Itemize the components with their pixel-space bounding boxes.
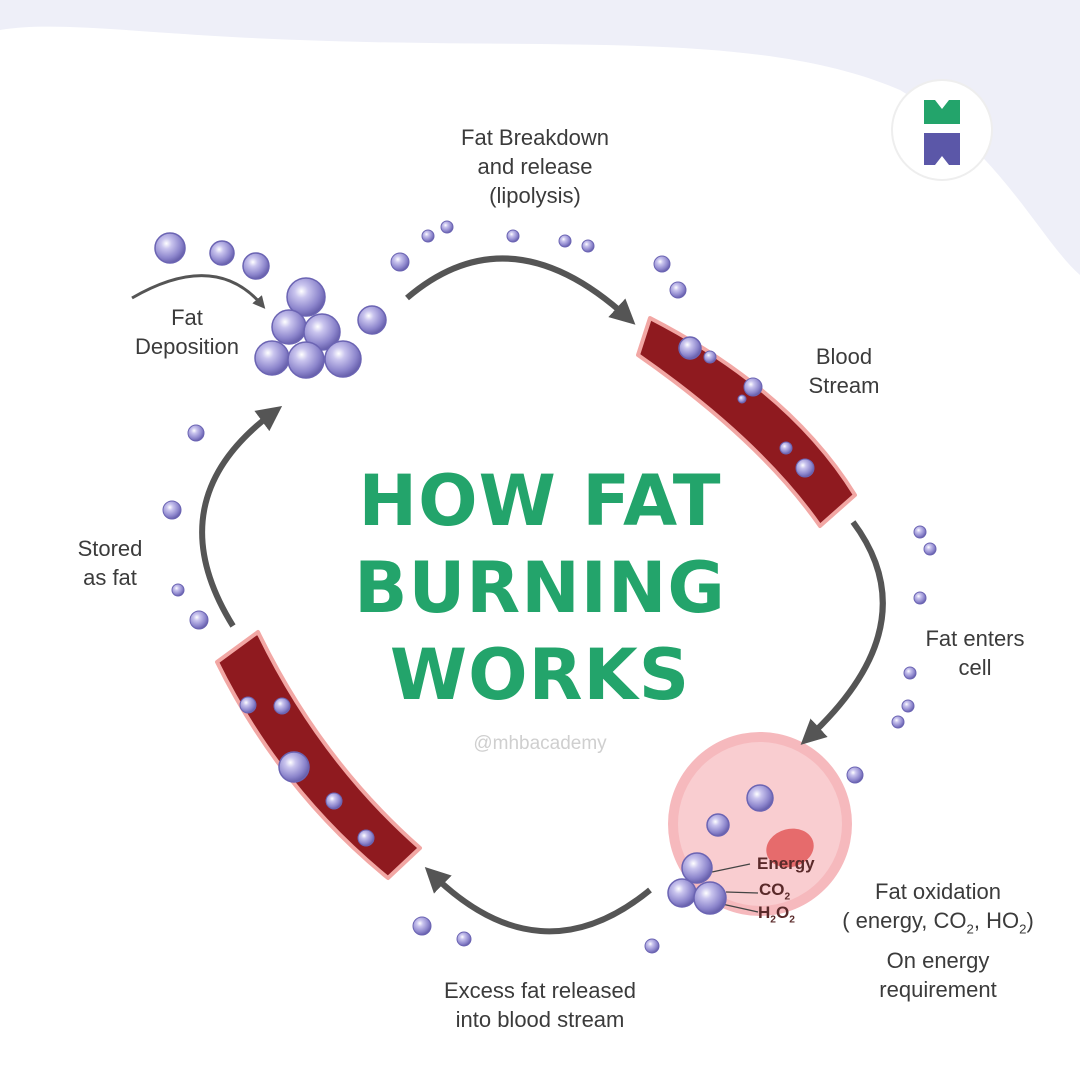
- fat-bubble: [325, 792, 343, 810]
- fat-bubble: [779, 441, 793, 455]
- title-line-1: HOW FAT: [358, 460, 722, 542]
- fat-bubble: [891, 715, 905, 729]
- fat-bubble: [440, 220, 454, 234]
- fat-bubble: [171, 583, 185, 597]
- fat-bubble: [303, 313, 341, 351]
- fat-bubble: [678, 336, 702, 360]
- fat-bubble: [681, 852, 713, 884]
- title-line-3: WORKS: [389, 634, 691, 716]
- fat-bubble: [412, 916, 432, 936]
- fat-bubble: [357, 829, 375, 847]
- fat-bubble: [154, 232, 186, 264]
- cell: [668, 732, 852, 916]
- fat-bubble: [162, 500, 182, 520]
- fat-bubble: [669, 281, 687, 299]
- fat-bubble: [737, 394, 747, 404]
- fat-bubble: [667, 878, 697, 908]
- fat-bubble: [746, 784, 774, 812]
- fat-bubble: [287, 341, 325, 379]
- fat-bubble: [901, 699, 915, 713]
- label-stored-as-fat: Stored as fat: [77, 536, 143, 590]
- fat-bubble: [923, 542, 937, 556]
- watermark-handle: @mhbacademy: [473, 733, 607, 754]
- fat-bubble: [693, 881, 727, 915]
- fat-bubble: [581, 239, 595, 253]
- fat-bubble: [357, 305, 387, 335]
- fat-bubbles: [154, 220, 937, 954]
- fat-bubble: [286, 277, 326, 317]
- fat-bubble: [703, 350, 717, 364]
- fat-bubble: [421, 229, 435, 243]
- cell-product-pointers: [711, 863, 759, 913]
- fat-bubble: [743, 377, 763, 397]
- fat-bubble: [209, 240, 235, 266]
- fat-bubble: [706, 813, 730, 837]
- fat-bubble: [273, 697, 291, 715]
- fat-bubble: [653, 255, 671, 273]
- fat-bubble: [795, 458, 815, 478]
- label-on-energy-requirement: On energy requirement: [879, 948, 997, 1002]
- label-blood-stream: Blood Stream: [808, 344, 880, 398]
- arrow-enters-cell: [800, 520, 886, 745]
- mhb-logo-icon: [891, 79, 993, 181]
- blood-vessel-lower: [215, 630, 422, 880]
- fat-bubble: [456, 931, 472, 947]
- label-fat-enters-cell: Fat enters cell: [925, 626, 1025, 680]
- fat-bubble: [187, 424, 205, 442]
- fat-bubble: [278, 751, 310, 783]
- arrow-excess-release: [424, 866, 652, 935]
- fat-bubble: [903, 666, 917, 680]
- label-excess-fat-released: Excess fat released into blood stream: [444, 978, 636, 1032]
- fat-bubble: [271, 309, 307, 345]
- fat-bubble: [324, 340, 362, 378]
- fat-bubble: [239, 696, 257, 714]
- arrow-breakdown: [405, 255, 636, 325]
- fat-bubble: [913, 525, 927, 539]
- arrow-deposition: [131, 274, 266, 309]
- fat-bubble: [644, 938, 660, 954]
- cell-label-co2: CO2: [759, 880, 791, 903]
- background-swoosh: [0, 0, 1080, 275]
- fat-bubble: [189, 610, 209, 630]
- cell-label-energy: Energy: [757, 854, 815, 873]
- fat-bubble: [558, 234, 572, 248]
- title-line-2: BURNING: [354, 547, 726, 629]
- fat-bubble: [506, 229, 520, 243]
- fat-bubble: [242, 252, 270, 280]
- arrow-stored: [199, 406, 283, 628]
- label-fat-breakdown: Fat Breakdown and release (lipolysis): [461, 125, 609, 208]
- fat-bubble: [390, 252, 410, 272]
- fat-bubble: [846, 766, 864, 784]
- fat-bubble: [913, 591, 927, 605]
- cell-label-h2o2: H2O2: [758, 903, 795, 926]
- label-fat-oxidation: Fat oxidation ( energy, CO2, HO2): [842, 879, 1034, 937]
- label-fat-deposition: Fat Deposition: [135, 305, 239, 359]
